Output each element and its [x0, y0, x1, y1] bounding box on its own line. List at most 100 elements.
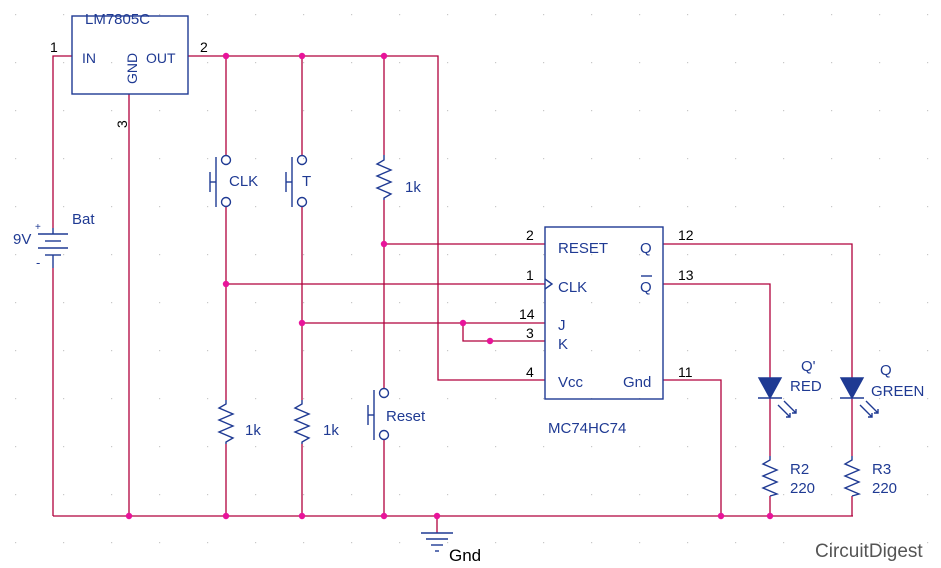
- grid-dot: [735, 14, 737, 16]
- grid-dot: [63, 254, 65, 256]
- ic-pin-j-number: 14: [519, 306, 535, 322]
- ic-pin-vcc-number: 4: [526, 364, 534, 380]
- grid-dot: [207, 398, 209, 400]
- ic-pin-clk-number: 1: [526, 267, 534, 283]
- junction-node: [222, 280, 230, 288]
- grid-dot: [927, 254, 929, 256]
- grid-dot: [399, 494, 401, 496]
- regulator-name: LM7805C: [85, 11, 150, 28]
- grid-dot: [591, 446, 593, 448]
- grid-dot: [591, 350, 593, 352]
- grid-dot: [783, 62, 785, 64]
- grid-dot: [111, 542, 113, 544]
- grid-dot: [927, 542, 929, 544]
- grid-dot: [159, 110, 161, 112]
- grid-dot: [399, 110, 401, 112]
- battery-plus: +: [35, 222, 41, 233]
- grid-dot: [111, 350, 113, 352]
- grid-dot: [111, 494, 113, 496]
- battery-symbol: [38, 228, 68, 268]
- ic-pin-gnd-label: Gnd: [623, 374, 651, 391]
- grid-dot: [255, 110, 257, 112]
- grid-dot: [111, 302, 113, 304]
- grid-dot: [207, 542, 209, 544]
- wires: [52, 55, 853, 533]
- grid-dot: [303, 350, 305, 352]
- grid-dot: [927, 302, 929, 304]
- grid-dot: [447, 158, 449, 160]
- regulator-gnd-label: GND: [124, 53, 140, 84]
- grid-dot: [687, 446, 689, 448]
- clk-pulldown-value: 1k: [245, 422, 261, 439]
- grid-dot: [831, 542, 833, 544]
- grid-dot: [783, 494, 785, 496]
- grid-dot: [351, 14, 353, 16]
- watermark-text-1: Circuit: [815, 541, 870, 562]
- grid-dot: [735, 158, 737, 160]
- junction-node: [298, 512, 306, 520]
- grid-dot: [255, 158, 257, 160]
- red-led-signal: Q': [801, 358, 816, 375]
- grid-dot: [687, 542, 689, 544]
- red-led-color: RED: [790, 378, 822, 395]
- grid-dot: [207, 254, 209, 256]
- grid-dot: [543, 14, 545, 16]
- grid-dot: [447, 494, 449, 496]
- grid-dot: [783, 350, 785, 352]
- grid-dot: [687, 158, 689, 160]
- grid-dot: [591, 302, 593, 304]
- grid-dot: [15, 398, 17, 400]
- grid-dot: [111, 110, 113, 112]
- grid-dot: [15, 62, 17, 64]
- grid-dot: [879, 254, 881, 256]
- grid-dot: [927, 206, 929, 208]
- grid-dot: [543, 110, 545, 112]
- grid-dot: [207, 302, 209, 304]
- grid-dot: [399, 14, 401, 16]
- battery-label: Bat: [72, 211, 95, 228]
- grid-dot: [159, 158, 161, 160]
- labels: LM7805C IN OUT GND 1 2 3 Bat 9V + - CLK …: [13, 11, 924, 565]
- grid-dot: [735, 542, 737, 544]
- junction-node: [380, 52, 388, 60]
- grid-dot: [15, 110, 17, 112]
- grid-dot: [207, 350, 209, 352]
- grid-dot: [303, 110, 305, 112]
- wire-q-out: [663, 243, 853, 378]
- grid-dot: [63, 542, 65, 544]
- junction-node: [486, 337, 494, 345]
- junction-node: [433, 512, 441, 520]
- grid-dot: [447, 302, 449, 304]
- watermark-text-2: Digest: [869, 541, 924, 562]
- grid-dot: [735, 350, 737, 352]
- grid-dot: [63, 494, 65, 496]
- grid-dot: [255, 542, 257, 544]
- grid-dot: [783, 206, 785, 208]
- grid-dot: [783, 14, 785, 16]
- grid-dot: [303, 542, 305, 544]
- grid-dot: [879, 494, 881, 496]
- grid-dot: [639, 62, 641, 64]
- clk-switch-symbol: [209, 154, 232, 208]
- grid-dot: [639, 158, 641, 160]
- ic-pin-qbar-label: Q: [640, 279, 652, 296]
- regulator-pin-in: 1: [50, 39, 58, 55]
- grid-dot: [111, 158, 113, 160]
- green-led-signal: Q: [880, 362, 892, 379]
- grid-dot: [399, 542, 401, 544]
- r3-name: R3: [872, 461, 891, 478]
- grid-dot: [879, 302, 881, 304]
- grid-dot: [111, 206, 113, 208]
- grid-dot: [831, 398, 833, 400]
- grid-dot: [639, 254, 641, 256]
- grid-dot: [735, 446, 737, 448]
- grid-dot: [15, 302, 17, 304]
- grid-dot: [639, 350, 641, 352]
- grid-dot: [351, 206, 353, 208]
- clk-pulldown-resistor-symbol: [217, 400, 235, 444]
- grid-dot: [351, 494, 353, 496]
- green-led-color: GREEN: [871, 383, 924, 400]
- green-led-symbol: [839, 377, 879, 418]
- r2-name: R2: [790, 461, 809, 478]
